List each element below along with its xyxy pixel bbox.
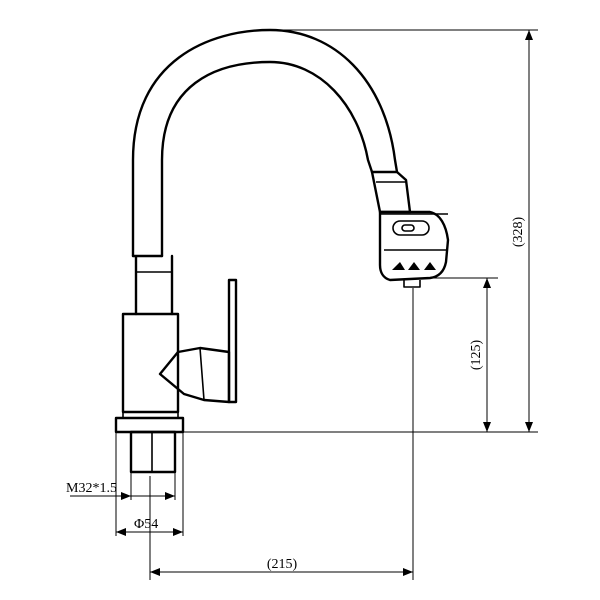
spout-neck	[131, 254, 174, 316]
spray-button	[392, 220, 430, 236]
dimension-lines	[70, 29, 538, 580]
nozzle-teeth	[392, 262, 436, 270]
nozzle-outlet	[403, 280, 421, 288]
faucet-outline	[114, 28, 450, 474]
spout-inner-edge	[160, 60, 374, 258]
spout-outer-edge	[131, 28, 399, 258]
spray-head	[378, 210, 450, 282]
label-reach: (215)	[267, 557, 298, 572]
base-ring	[114, 416, 185, 434]
label-thread: M32*1.5	[66, 481, 117, 496]
label-diameter: Φ54	[134, 517, 158, 532]
handle-neck	[158, 346, 231, 404]
label-total-height: (328)	[511, 217, 526, 248]
hose-collar	[370, 170, 412, 214]
handle-facet	[159, 347, 205, 401]
label-spout-height: (125)	[469, 340, 484, 371]
spray-button-inner	[401, 224, 415, 232]
threaded-shank	[129, 430, 177, 474]
